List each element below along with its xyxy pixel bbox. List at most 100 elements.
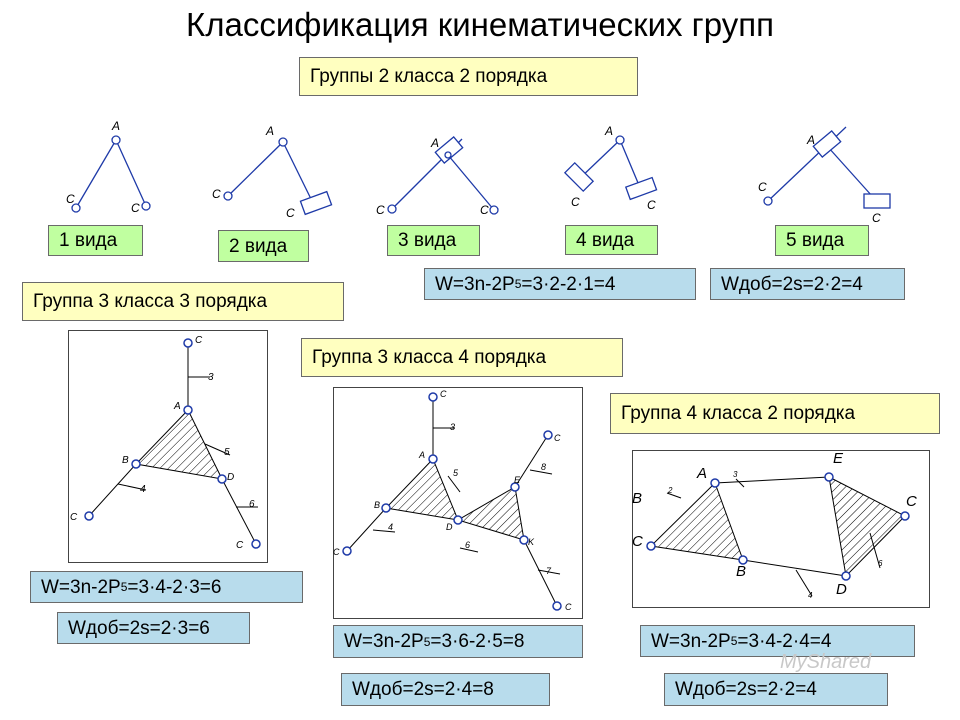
class3-3-label-A: A	[173, 401, 181, 412]
class4-2-label-D: D	[836, 581, 847, 598]
group-4-class-2-header-text: Группа 4 класса 2 порядка	[621, 403, 856, 424]
w-formula-class2-left: W=3n-2P	[435, 273, 515, 295]
class3-3-diagram	[84, 338, 261, 549]
w-formula-class2-sub: 5	[514, 277, 522, 291]
class3-4-num-3: 3	[450, 422, 455, 432]
class4-2-label-A: A	[696, 465, 707, 482]
type-2-label-C1: C	[212, 187, 221, 201]
type-3-label-C2: C	[480, 203, 489, 217]
groups-2-class-header-text: Группы 2 класса 2 порядка	[310, 66, 548, 87]
type-1-box: 1 вида	[48, 225, 143, 256]
type-2-label-A: A	[265, 124, 274, 138]
class3-4-label-K: K	[528, 537, 535, 547]
panel-class3-4	[333, 387, 583, 619]
type-1-label: 1 вида	[59, 230, 118, 251]
class3-3-num-5: 5	[224, 447, 230, 458]
type-2-label: 2 вида	[229, 235, 288, 257]
class3-4-label-E: E	[514, 475, 521, 485]
watermark: MyShared	[780, 651, 872, 673]
class3-4-label-C1: C	[333, 547, 340, 557]
type-4-diagram	[563, 135, 658, 201]
type-4-label-C1: C	[571, 195, 580, 209]
class3-4-label-A: A	[418, 450, 425, 460]
class3-3-label-C1: C	[70, 512, 78, 523]
type-3-label-C1: C	[376, 203, 385, 217]
class3-3-label-D: D	[227, 472, 234, 483]
group-4-class-2-header: Группа 4 класса 2 порядка	[610, 393, 940, 434]
class3-3-num-6: 6	[249, 499, 255, 510]
w-formula-class3-4-sub: 5	[423, 634, 431, 649]
class3-4-diagram	[342, 392, 562, 611]
type-4-label-A: A	[604, 124, 613, 138]
class3-4-num-5: 5	[453, 468, 459, 478]
class3-4-label-D: D	[446, 522, 453, 532]
class4-2-num-6: 6	[878, 559, 883, 568]
type-2-diagram	[223, 137, 333, 216]
class4-2-num-2: 2	[667, 486, 673, 495]
class4-2-label-B: B	[632, 490, 642, 507]
groups-2-class-header: Группы 2 класса 2 порядка	[299, 57, 638, 96]
class4-2-diagram	[646, 472, 910, 597]
class3-3-num-4: 4	[140, 484, 146, 495]
type-5-label: 5 вида	[786, 230, 845, 251]
class3-4-num-6: 6	[465, 540, 470, 550]
type-3-diagram	[387, 136, 499, 215]
w-formula-class4-2-left: W=3n-2P	[651, 630, 731, 652]
type-1-label-C2: C	[131, 201, 140, 215]
type-3-label-A: A	[430, 136, 439, 150]
class4-2-num-4: 4	[808, 591, 813, 600]
wdob-class2: Wдоб=2s=2·2=4	[710, 268, 905, 300]
class4-2-label-C2: C	[906, 493, 917, 510]
type-5-label-C2: C	[872, 211, 881, 225]
type-4-label-C2: C	[647, 198, 656, 212]
wdob-class2-text: Wдоб=2s=2·2=4	[721, 273, 863, 295]
wdob-class3-4: Wдоб=2s=2·4=8	[341, 673, 550, 706]
class4-2-num-3: 3	[733, 470, 738, 479]
wdob-class3-3-text: Wдоб=2s=2·3=6	[68, 617, 210, 639]
class3-4-label-B: B	[374, 500, 380, 510]
class3-3-num-3: 3	[208, 372, 214, 383]
class4-2-label-B2: B	[736, 563, 746, 580]
type-1-diagram	[71, 135, 151, 213]
type-2-label-C2: C	[286, 206, 295, 220]
group-3-class-4-header-text: Группа 3 класса 4 порядка	[312, 347, 547, 368]
type-5-box: 5 вида	[775, 225, 869, 256]
class3-4-num-4: 4	[388, 522, 393, 532]
type-5-diagram	[763, 126, 891, 209]
type-2-box: 2 вида	[218, 230, 309, 262]
class4-2-label-C1: C	[632, 533, 643, 550]
type-1-label-A: A	[111, 119, 120, 133]
w-formula-class3-3-right: =3·4-2·3=6	[127, 576, 222, 598]
w-formula-class4-2-sub: 5	[730, 634, 738, 648]
class3-3-label-C2: C	[236, 540, 244, 551]
class3-4-label-C3: C	[554, 433, 561, 443]
class3-4-num-7: 7	[546, 566, 552, 576]
w-formula-class3-3-sub: 5	[120, 580, 128, 594]
wdob-class4-2-text: Wдоб=2s=2·2=4	[675, 679, 817, 700]
w-formula-class3-4-right: =3·6-2·5=8	[430, 631, 525, 652]
group-3-class-3-header: Группа 3 класса 3 порядка	[22, 282, 344, 321]
class4-2-label-E: E	[833, 450, 844, 467]
w-formula-class3-3-left: W=3n-2P	[41, 576, 121, 598]
w-formula-class2-right: =3·2-2·1=4	[521, 273, 616, 295]
type-5-label-A: A	[806, 133, 815, 147]
w-formula-class4-2-right: =3·4-2·4=4	[737, 630, 832, 652]
w-formula-class3-4-left: W=3n-2P	[344, 631, 424, 652]
type-1-label-C1: C	[66, 192, 75, 206]
class3-4-num-8: 8	[541, 462, 546, 472]
wdob-class3-4-text: Wдоб=2s=2·4=8	[352, 679, 494, 700]
type-4-box: 4 вида	[565, 225, 658, 255]
class3-4-label-C4: C	[565, 602, 572, 612]
type-4-label: 4 вида	[576, 229, 635, 251]
class3-3-label-B: B	[122, 455, 129, 466]
page-title: Классификация кинематических групп	[186, 6, 774, 43]
type-3-box: 3 вида	[387, 225, 480, 256]
class3-3-label-C3: C	[195, 335, 203, 346]
class3-4-label-C2: C	[440, 389, 447, 399]
type-3-label: 3 вида	[398, 230, 457, 251]
